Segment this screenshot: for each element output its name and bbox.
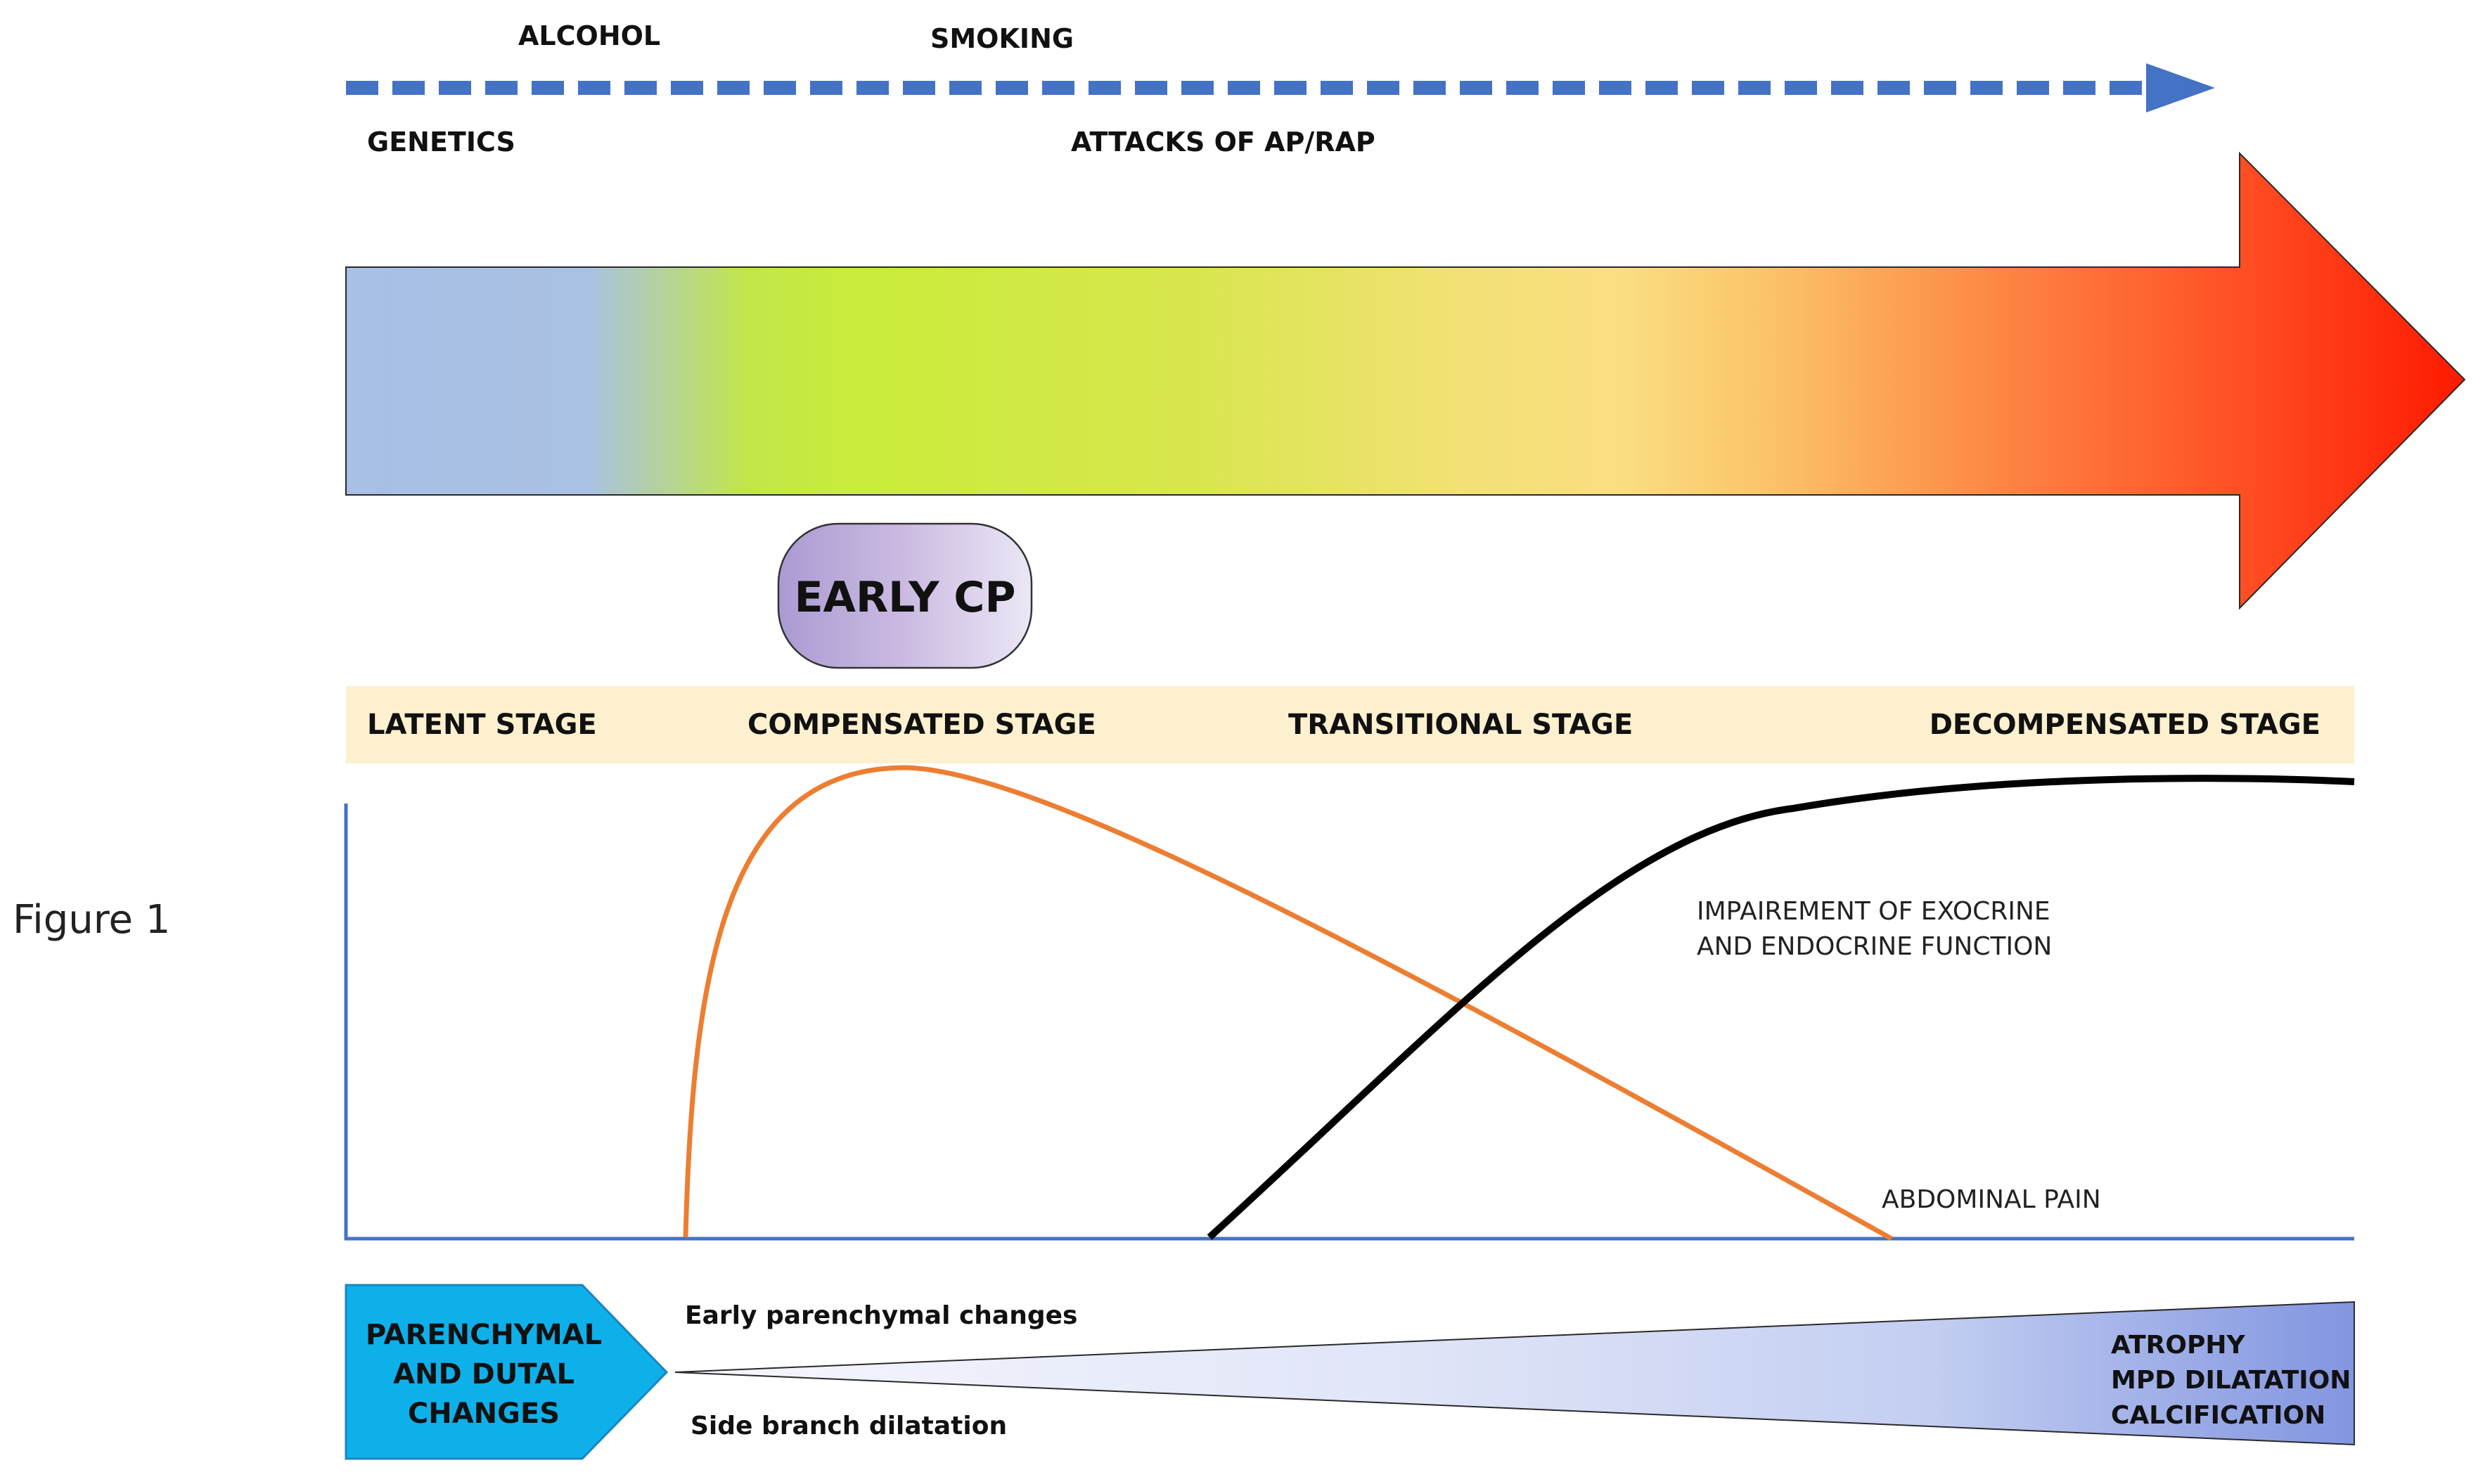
impairment-label-line1: IMPAIREMENT OF EXOCRINE <box>1697 897 2050 926</box>
early-cp-badge: EARLY CP <box>777 522 1033 669</box>
atrophy-label: ATROPHY <box>2111 1331 2245 1360</box>
function-impairment-curve <box>1207 775 2355 1240</box>
stage-compensated: COMPENSATED STAGE <box>747 709 1096 741</box>
changes-box-line2: AND DUTAL <box>393 1358 574 1391</box>
changes-box-line1: PARENCHYMAL <box>366 1319 602 1351</box>
risk-factor-genetics: GENETICS <box>367 127 515 157</box>
stage-transitional: TRANSITIONAL STAGE <box>1288 709 1633 741</box>
plot-axes <box>344 804 2354 1241</box>
progression-arrow <box>345 151 2466 610</box>
abdominal-pain-label: ABDOMINAL PAIN <box>1882 1185 2101 1214</box>
risk-factor-dashed-arrow <box>346 63 2215 112</box>
abdominal-pain-curve <box>683 765 1893 1241</box>
risk-factor-alcohol: ALCOHOL <box>518 20 660 51</box>
risk-factor-attacks: ATTACKS OF AP/RAP <box>1071 127 1375 157</box>
side-branch-label: Side branch dilatation <box>691 1412 1007 1440</box>
stage-latent: LATENT STAGE <box>367 709 597 741</box>
mpd-dilatation-label: MPD DILATATION <box>2111 1366 2351 1395</box>
changes-box-line3: CHANGES <box>408 1398 560 1430</box>
stage-decompensated: DECOMPENSATED STAGE <box>1930 709 2320 741</box>
impairment-label-line2: AND ENDOCRINE FUNCTION <box>1697 932 2052 961</box>
changes-progression-wedge <box>674 1301 2355 1446</box>
calcification-label: CALCIFICATION <box>2111 1401 2325 1430</box>
figure-label: Figure 1 <box>13 897 170 943</box>
stage-band <box>346 686 2354 763</box>
parenchymal-changes-box: PARENCHYMAL AND DUTAL CHANGES <box>345 1284 669 1460</box>
early-cp-label: EARLY CP <box>795 573 1016 622</box>
dashed-arrow-head-icon <box>2146 63 2215 112</box>
early-parenchymal-label: Early parenchymal changes <box>685 1301 1077 1330</box>
risk-factor-smoking: SMOKING <box>930 23 1074 54</box>
